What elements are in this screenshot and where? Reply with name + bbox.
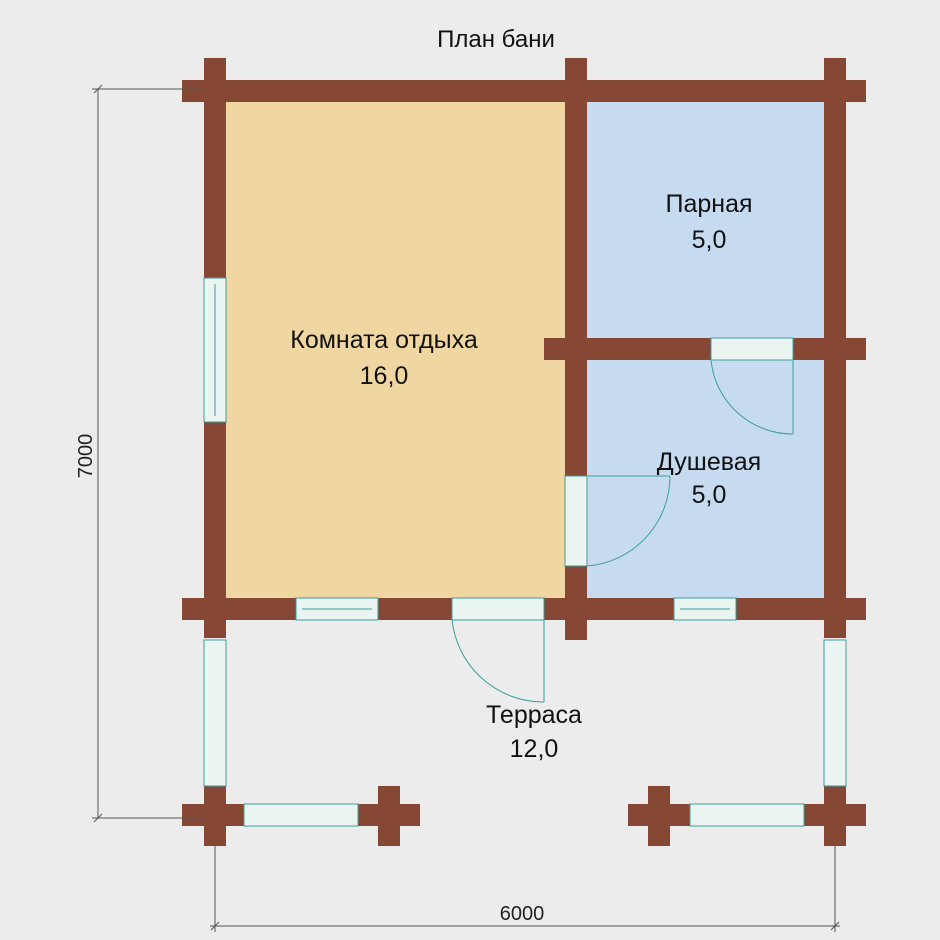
steam-room-fill [584,100,825,340]
shower-room-fill [584,357,825,598]
plan-title: План бани [437,26,555,53]
railing-bottom-right [689,803,805,827]
door-swings [451,359,794,703]
wall-top [182,80,866,102]
railing-right [823,639,847,787]
room-area-terrace: 12,0 [510,735,559,763]
dimension-height: 7000 [75,434,97,479]
room-label-steam: Парная [665,190,752,218]
post-bottom-left-cross [182,804,244,826]
post-bottom-right-cross [804,804,866,826]
room-area-steam: 5,0 [692,226,727,254]
room-label-shower: Душевая [657,448,761,476]
wall-right [824,58,846,638]
room-label-terrace: Терраса [486,701,582,729]
railing-left [203,639,227,787]
post-bottom-inner-left-cross [358,804,420,826]
railing-bottom-left [243,803,359,827]
wall-partition-horizontal [544,338,866,360]
post-bottom-inner-right-cross [628,804,690,826]
dimension-lines [92,84,840,932]
room-area-shower: 5,0 [692,481,727,509]
room-label-rest: Комната отдыха [290,326,478,354]
room-area-rest: 16,0 [360,362,409,390]
door-opening-shower [564,475,588,567]
dimension-width: 6000 [500,903,545,925]
door-opening-terrace [451,597,545,621]
door-opening-steam [710,337,794,361]
rest-room-fill [222,100,570,598]
